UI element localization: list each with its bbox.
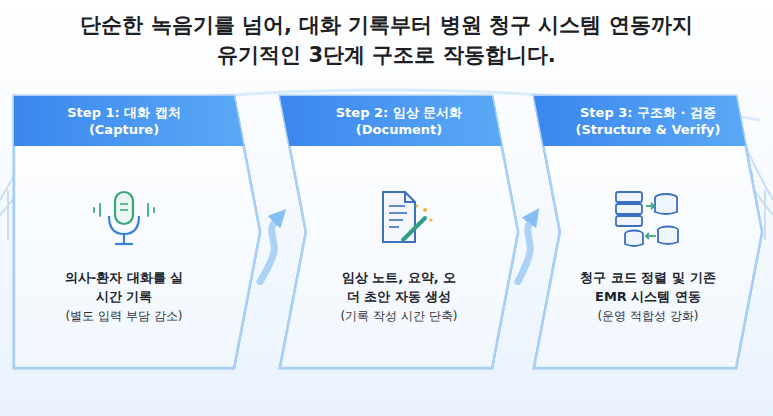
step-description: 의사-환자 대화를 실시간 기록 xyxy=(60,268,188,306)
step-chevron: Step 3: 구조화 · 검증 (Structure & Verify) 청구 … xyxy=(534,96,762,368)
chevron-header-band xyxy=(534,96,746,146)
step-description: 임상 노트, 요약, 오더 초안 자동 생성 xyxy=(336,268,462,306)
header-wrap: Step 3: 구조화 · 검증 (Structure & Verify) xyxy=(568,96,728,146)
step-chevron: Step 1: 대화 캡처 (Capture) 의사-환자 대화를 실시간 기록(… xyxy=(14,96,260,368)
body-wrap: 청구 코드 정렬 및 기존 EMR 시스템 연동(운영 적합성 강화) xyxy=(558,268,738,325)
header-wrap: Step 1: 대화 캡처 (Capture) xyxy=(49,96,199,146)
step-header: Step 2: 임상 문서화 (Document) xyxy=(324,104,474,138)
microphone-icon xyxy=(94,192,154,244)
flow-arrow xyxy=(260,216,280,282)
document-icon xyxy=(383,192,433,242)
diagram-title: 단순한 녹음기를 넘어, 대화 기록부터 병원 청구 시스템 연동까지 유기적인… xyxy=(72,10,702,70)
server-database-icon xyxy=(616,192,678,246)
step-note: (운영 적합성 강화) xyxy=(598,307,699,325)
chevron-body xyxy=(280,96,518,368)
step-note: (기록 작성 시간 단축) xyxy=(341,307,458,325)
body-wrap: 의사-환자 대화를 실시간 기록(별도 입력 부담 감소) xyxy=(34,268,214,325)
chevron-header-band xyxy=(14,96,244,146)
flow-arrow xyxy=(518,216,534,282)
header-wrap: Step 2: 임상 문서화 (Document) xyxy=(324,96,474,146)
step-description: 청구 코드 정렬 및 기존 EMR 시스템 연동 xyxy=(578,268,718,306)
step-chevron: Step 2: 임상 문서화 (Document) 임상 노트, 요약, 오더 초… xyxy=(280,96,518,368)
chevron-body xyxy=(534,96,762,368)
step-header: Step 3: 구조화 · 검증 (Structure & Verify) xyxy=(568,104,728,138)
step-header: Step 1: 대화 캡처 (Capture) xyxy=(49,104,199,138)
body-wrap: 임상 노트, 요약, 오더 초안 자동 생성(기록 작성 시간 단축) xyxy=(309,268,489,325)
title-wrap: 단순한 녹음기를 넘어, 대화 기록부터 병원 청구 시스템 연동까지 유기적인… xyxy=(0,10,773,70)
chevron-header-band xyxy=(280,96,502,146)
chevron-body xyxy=(14,96,260,368)
step-note: (별도 입력 부담 감소) xyxy=(66,307,183,325)
